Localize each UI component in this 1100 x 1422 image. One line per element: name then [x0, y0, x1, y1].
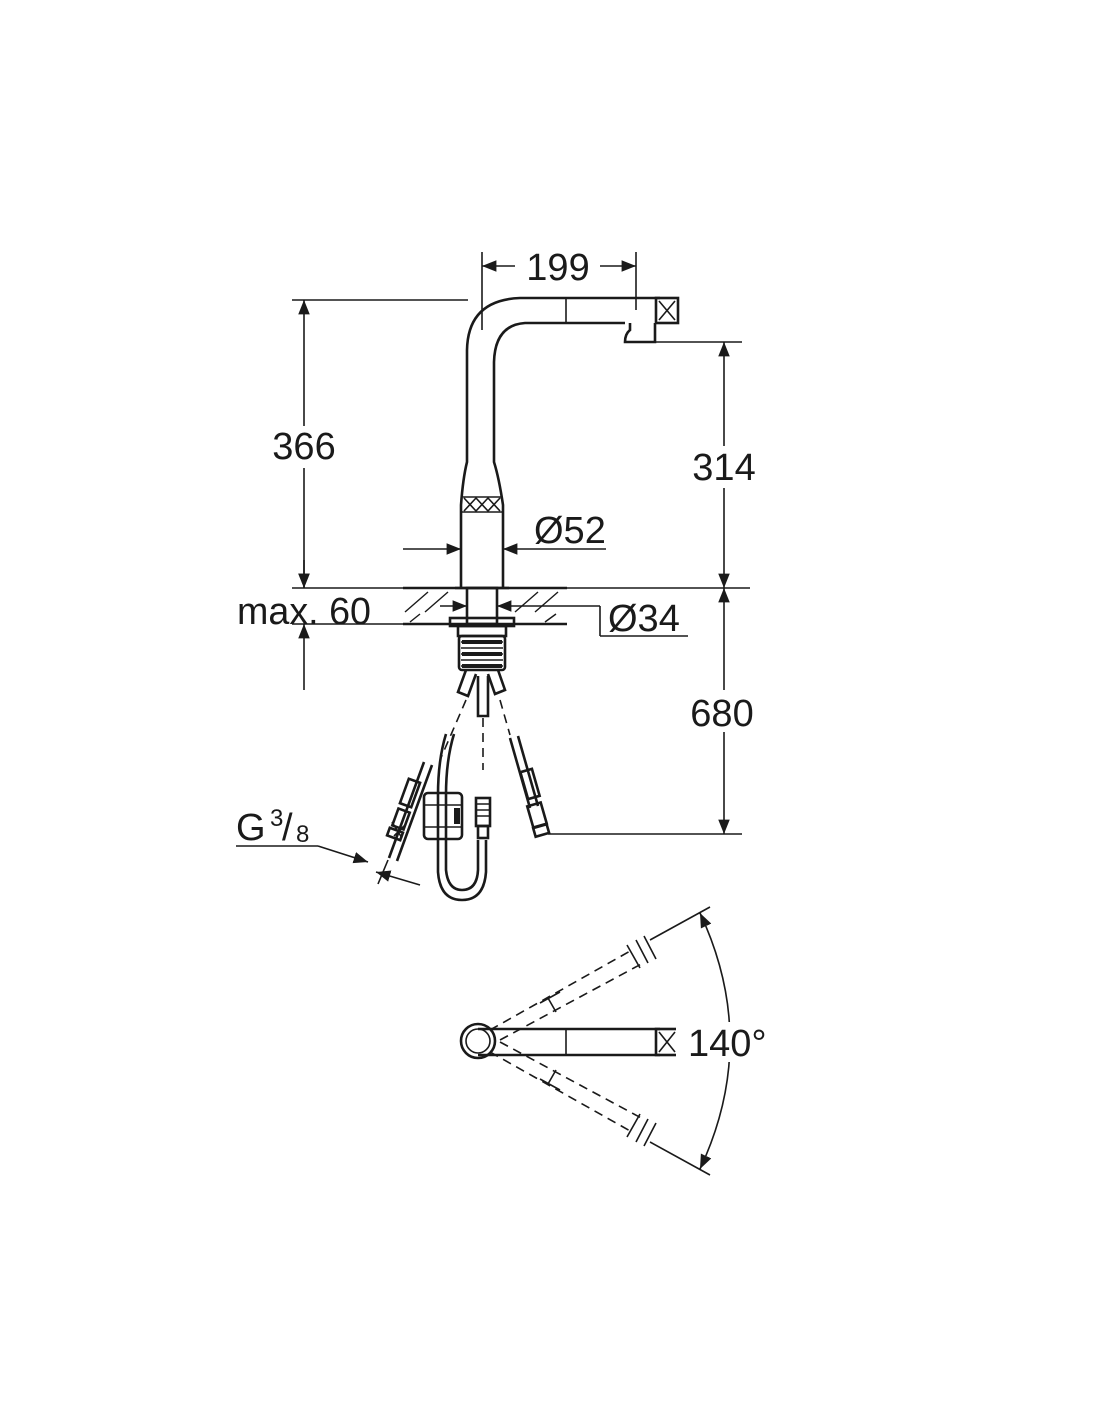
total-height-label: 366: [272, 426, 335, 468]
spout-outlet: [623, 323, 657, 344]
hose-length-label: 680: [690, 693, 753, 735]
deck-thickness-label: max. 60: [237, 591, 371, 633]
dimension-spout-height: 314: [655, 341, 756, 588]
faucet-side-view: [455, 296, 680, 590]
dimension-hole-diameter: Ø34: [440, 598, 688, 640]
dimension-hose-length: 680: [548, 588, 754, 835]
connection-thread-callout: G 3 / 8: [236, 805, 421, 886]
dimension-body-diameter: Ø52: [403, 510, 606, 555]
swivel-top-view: 140°: [459, 906, 768, 1176]
hole-diameter-label: Ø34: [608, 598, 680, 640]
connection-slash: /: [282, 807, 293, 849]
spout-height-label: 314: [692, 447, 755, 489]
faucet-column-inner: [492, 321, 625, 588]
connection-denominator: 8: [296, 821, 309, 848]
faucet-column: [459, 296, 660, 588]
dimension-deck-thickness: max. 60: [237, 560, 403, 690]
reach-label: 199: [526, 247, 589, 289]
supply-hoses: [385, 669, 551, 902]
dimension-total-height: 366: [272, 299, 750, 589]
countertop-section: [403, 586, 567, 672]
dimension-reach: 199: [481, 247, 637, 330]
mounting-nut: [457, 634, 507, 672]
body-diameter-label: Ø52: [534, 510, 606, 552]
connection-letter: G: [236, 807, 266, 849]
spout-head: [654, 296, 680, 325]
hose-weight: [422, 791, 464, 841]
connection-numerator: 3: [270, 805, 283, 832]
swivel-angle-label: 140°: [688, 1023, 767, 1065]
